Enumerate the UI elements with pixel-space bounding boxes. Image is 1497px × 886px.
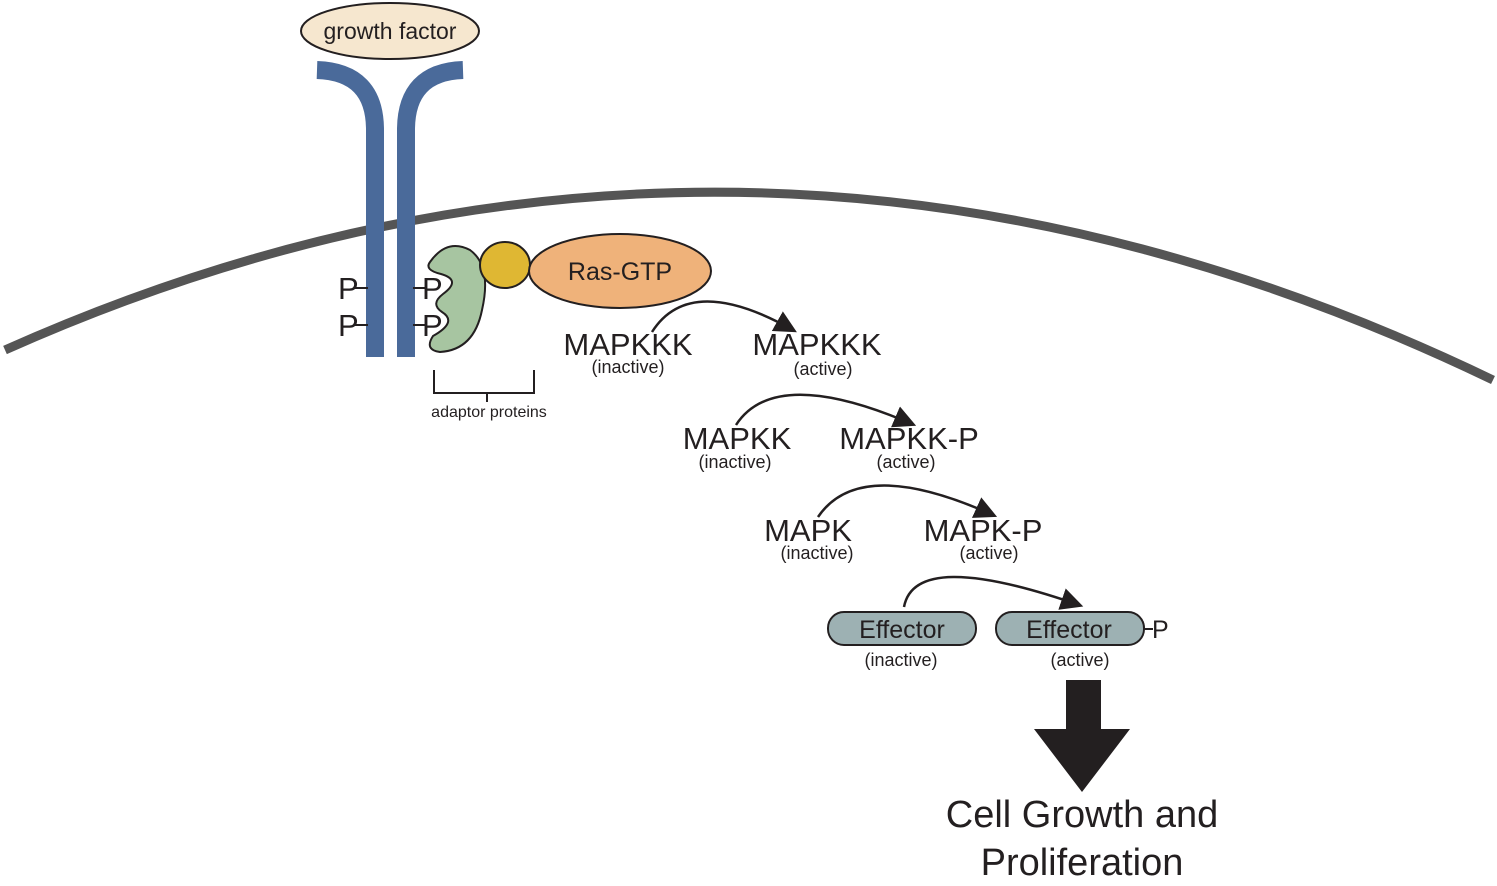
growth-factor-label: growth factor xyxy=(324,18,457,44)
outcome-line-2: Proliferation xyxy=(981,842,1184,884)
growth-factor: growth factor xyxy=(300,2,480,60)
adaptor-protein-yellow xyxy=(479,241,531,289)
ras-gtp-shape xyxy=(528,233,712,309)
arrow-mapkkk-activation xyxy=(650,300,797,333)
ras-gtp-label: Ras-GTP xyxy=(568,258,672,286)
mapk-active-label: MAPK-P xyxy=(924,513,1043,548)
mapk-active-state: (active) xyxy=(959,543,1018,563)
arrow-mapk-activation xyxy=(816,484,998,518)
outcome-line-1: Cell Growth and xyxy=(946,794,1218,836)
phosphate-left-2: P xyxy=(338,308,359,343)
receptor-tyrosine-kinase xyxy=(316,61,464,357)
phosphate-right-1: P xyxy=(422,271,443,306)
receptor-left-chain xyxy=(316,61,384,357)
adaptor-protein-green xyxy=(427,245,487,354)
arrow-mapkk-activation xyxy=(734,393,917,428)
effector-phosphate: P xyxy=(1152,616,1169,644)
output-arrow xyxy=(1034,680,1130,792)
effector-inactive-shape xyxy=(827,611,977,646)
phosphate-left-1: P xyxy=(338,271,359,306)
activation-arrows xyxy=(650,300,1084,610)
effector-active-label: Effector xyxy=(1026,616,1112,644)
mapkkk-inactive-label: MAPKKK xyxy=(563,327,693,362)
mapkk-active-label: MAPKK-P xyxy=(839,421,979,456)
effector-inactive-label: Effector xyxy=(859,616,945,644)
receptor-right-chain xyxy=(397,61,464,357)
growth-factor-shape xyxy=(300,2,480,60)
mapkk-inactive-label: MAPKK xyxy=(683,421,792,456)
ras-gtp: Ras-GTP xyxy=(528,233,712,309)
effector-active: Effector xyxy=(995,611,1145,646)
adaptor-proteins-bracket xyxy=(433,370,535,402)
mapkk-active-state: (active) xyxy=(876,452,935,472)
arrow-effector-activation xyxy=(902,575,1084,610)
effector-active-state: (active) xyxy=(1050,650,1109,670)
cell-membrane xyxy=(3,187,1495,385)
mapk-inactive-label: MAPK xyxy=(764,513,852,548)
receptor-phosphates xyxy=(355,287,426,326)
effector-inactive-state: (inactive) xyxy=(864,650,937,670)
mapk-inactive-state: (inactive) xyxy=(780,543,853,563)
mapkk-inactive-state: (inactive) xyxy=(698,452,771,472)
effector-inactive: Effector xyxy=(827,611,977,646)
adaptor-proteins-label: adaptor proteins xyxy=(431,404,547,421)
mapkkk-inactive-state: (inactive) xyxy=(591,357,664,377)
mapkkk-active-label: MAPKKK xyxy=(752,327,882,362)
mapkkk-active-state: (active) xyxy=(793,359,852,379)
